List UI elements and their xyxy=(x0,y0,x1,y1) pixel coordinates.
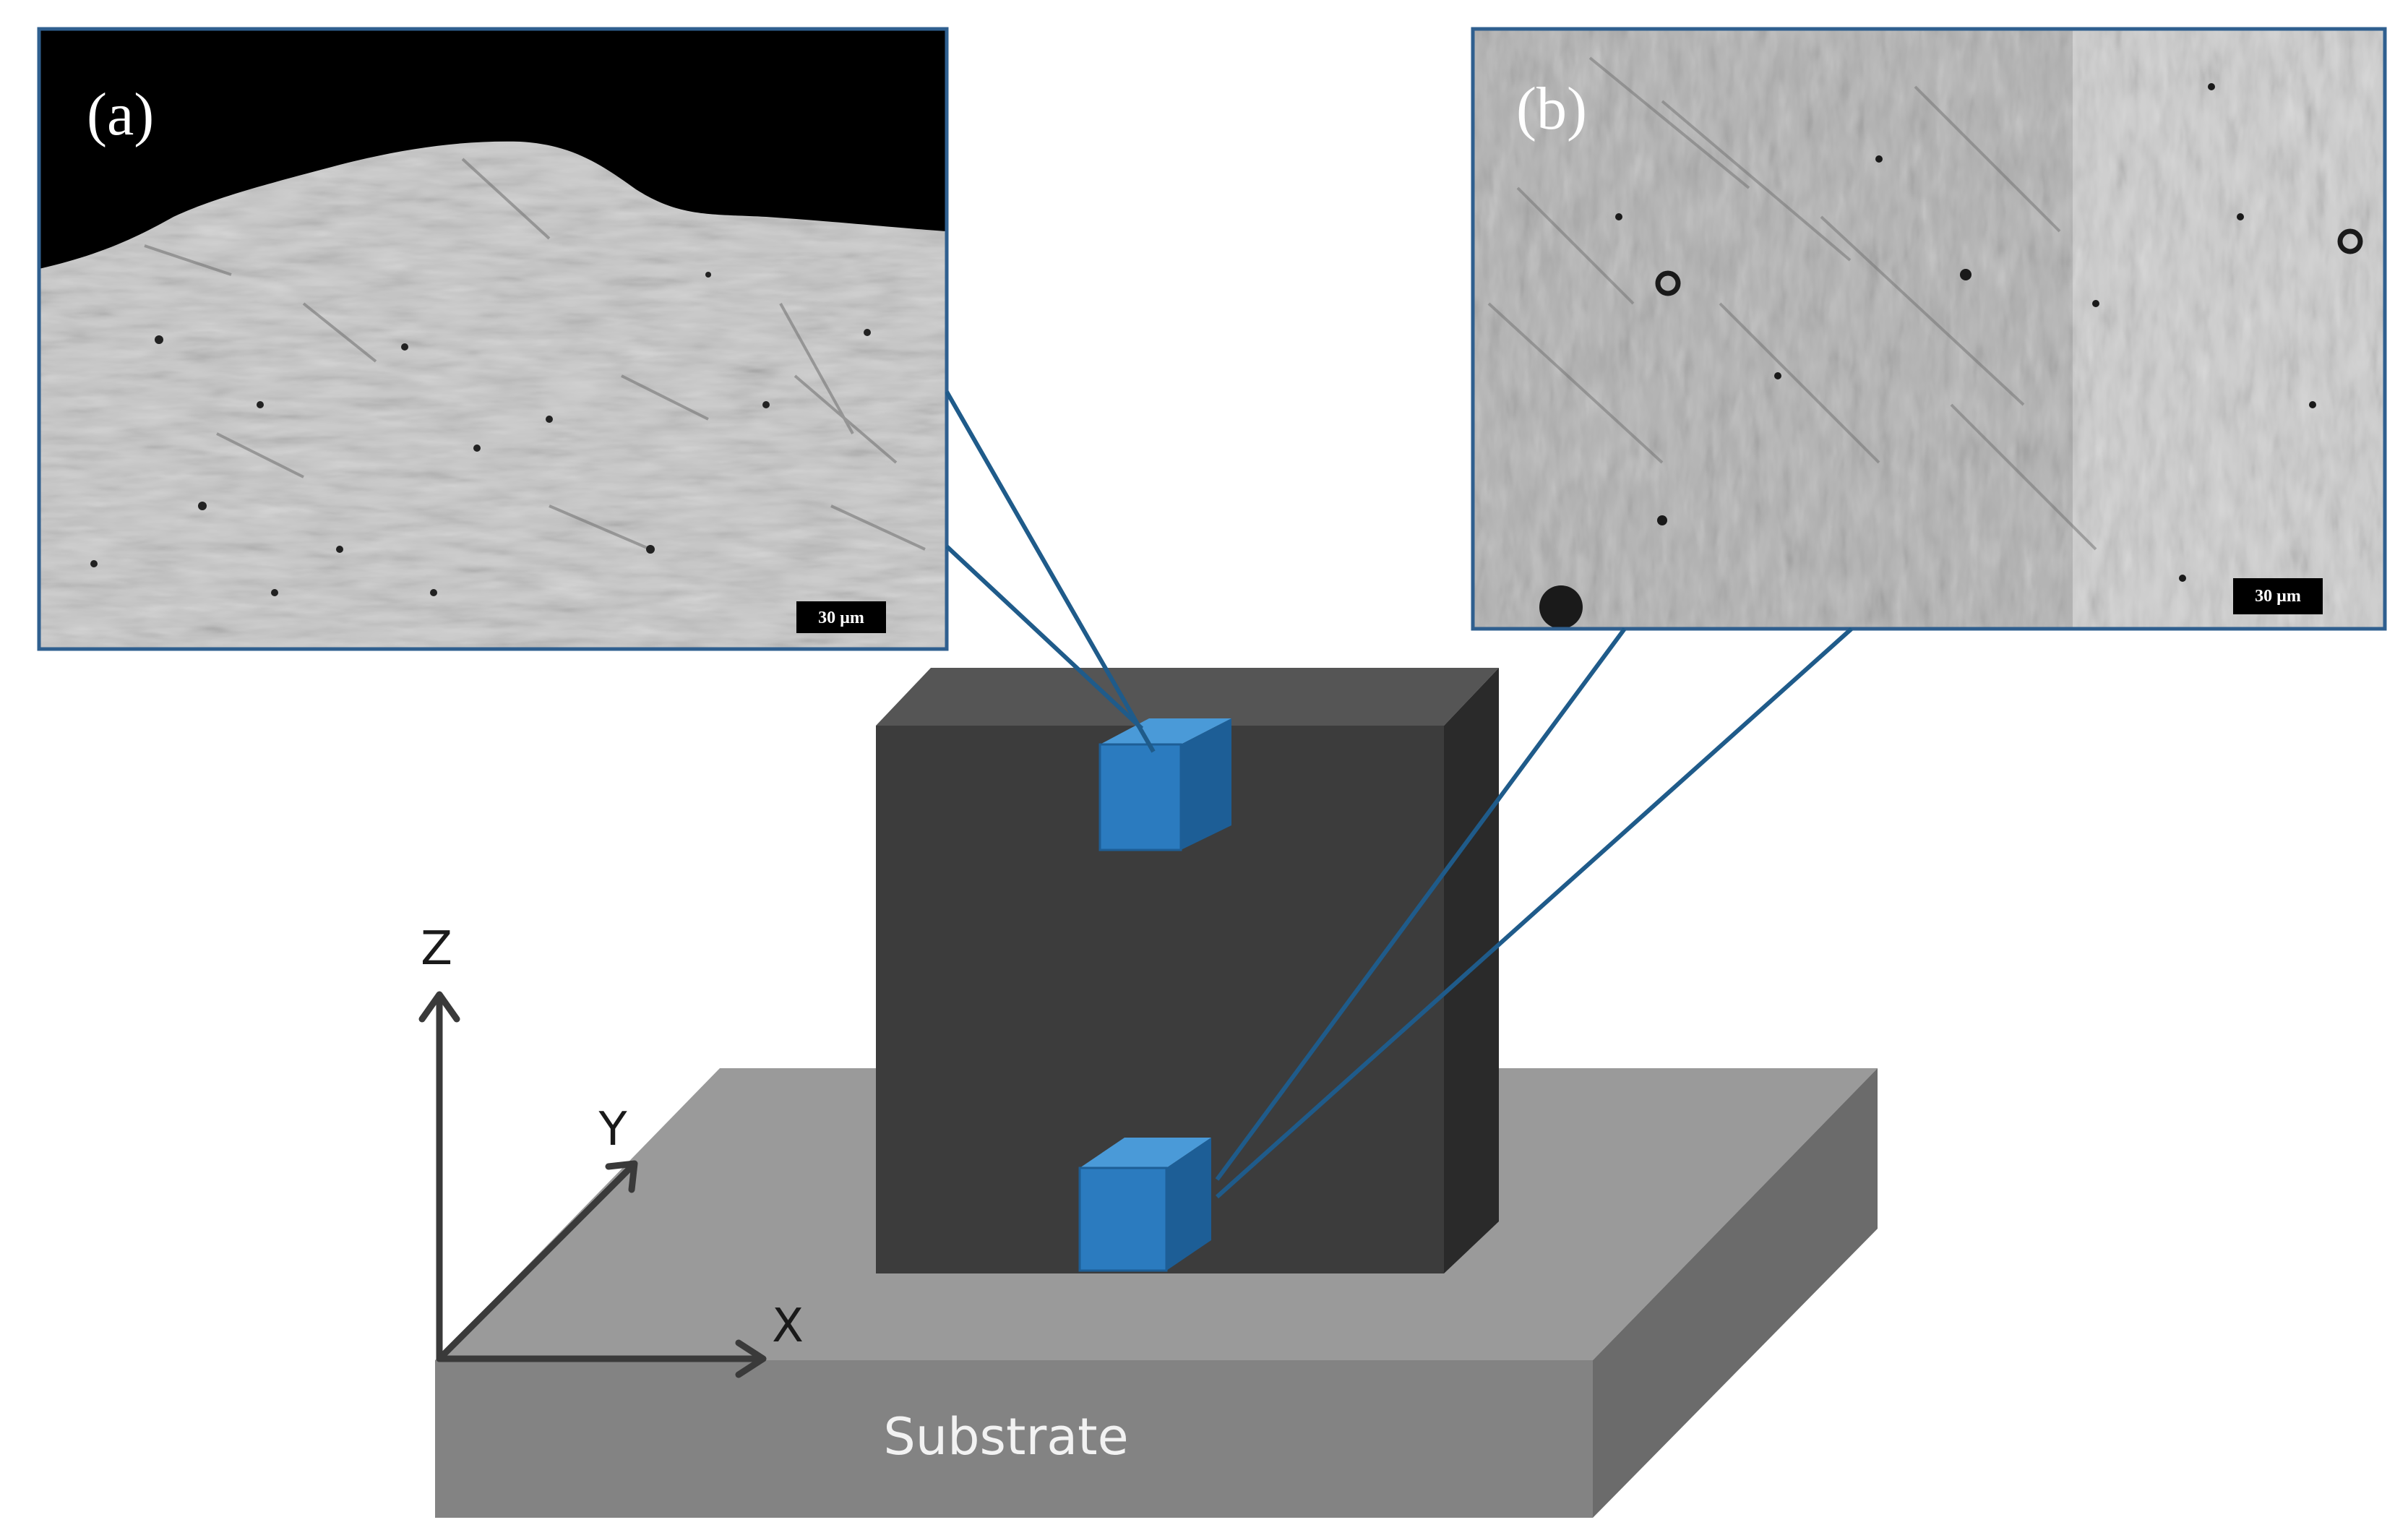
micrograph-b-frame xyxy=(1471,27,2387,631)
x-axis-arrow xyxy=(735,1339,767,1378)
substrate-front-face xyxy=(435,1360,1593,1518)
micrograph-a: (a) 30 µm xyxy=(37,27,949,651)
y-axis-arrow xyxy=(605,1160,638,1193)
micrograph-a-edge-shadow xyxy=(39,29,947,269)
sample-cube-bottom xyxy=(1078,1138,1211,1272)
x-axis-label: X xyxy=(772,1299,804,1353)
z-axis-label: Z xyxy=(421,922,452,976)
micrograph-a-scale-text: 30 µm xyxy=(818,609,864,627)
leader-lines xyxy=(945,390,1854,1199)
y-axis-label: Y xyxy=(598,1103,627,1156)
block-top-face xyxy=(876,668,1499,726)
leader-line-a-upper xyxy=(945,390,1156,753)
micrograph-b-ring-pore-right xyxy=(2337,228,2363,254)
micrograph-a-scale-bar: 30 µm xyxy=(796,601,886,633)
sample-cube-top-side xyxy=(1181,718,1231,850)
y-axis-line xyxy=(436,1161,637,1362)
leader-line-a-lower xyxy=(945,544,1144,731)
micrograph-b-scale-text: 30 µm xyxy=(2255,587,2301,606)
micrograph-b-label: (b) xyxy=(1516,75,1587,142)
sample-cube-bottom-front xyxy=(1078,1167,1168,1272)
micrograph-b-texture xyxy=(1473,29,2385,629)
micrograph-a-frame xyxy=(37,27,949,651)
micrograph-a-lamellae xyxy=(144,158,926,551)
micrograph-b-lamellae xyxy=(1487,56,2097,551)
micrograph-b-ring-pore-left xyxy=(1655,270,1681,296)
leader-line-b-right xyxy=(1215,627,1854,1199)
sample-cube-bottom-lid xyxy=(1080,1138,1211,1168)
micrograph-a-label: (a) xyxy=(87,81,154,148)
substrate-side-face xyxy=(1593,1068,1878,1518)
micrograph-b-scale-bar: 30 µm xyxy=(2233,578,2323,614)
sample-cube-top-lid xyxy=(1100,718,1231,744)
sample-cube-bottom-side xyxy=(1166,1138,1211,1271)
sample-cube-top xyxy=(1098,718,1231,851)
sample-cube-top-front xyxy=(1098,743,1182,851)
coordinate-axes xyxy=(418,991,767,1378)
micrograph-a-pores xyxy=(90,272,871,596)
leader-line-b-left xyxy=(1215,627,1627,1181)
micrograph-b: (b) 30 µm xyxy=(1471,27,2387,631)
micrograph-b-pores xyxy=(1539,83,2316,629)
substrate-label: Substrate xyxy=(883,1407,1128,1466)
z-axis-arrow xyxy=(418,991,460,1023)
